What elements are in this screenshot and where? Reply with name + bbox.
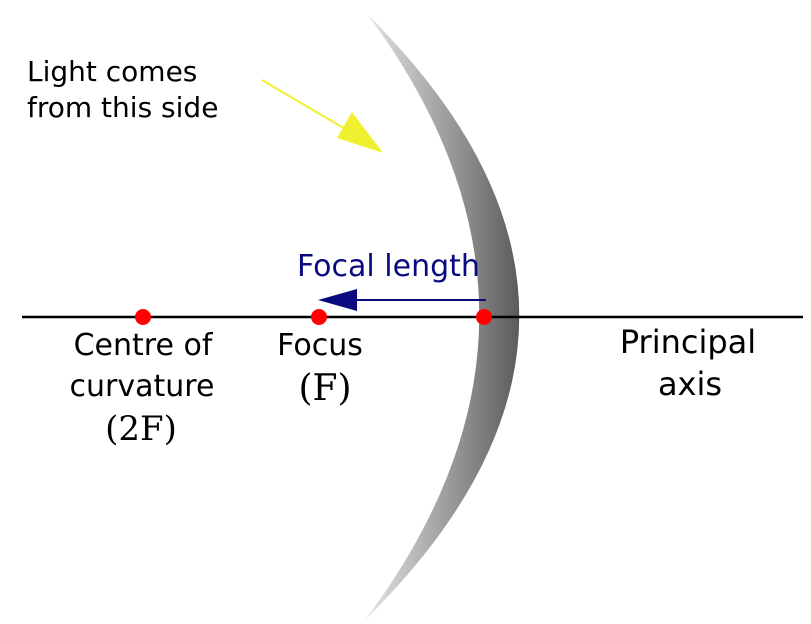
pole-point [476,309,492,325]
principal-axis-label-line2: axis [658,365,722,403]
focus-point [311,309,327,325]
focal-length-arrow [318,289,486,311]
focal-length-label: Focal length [297,249,480,284]
principal-axis-label-line1: Principal [620,323,756,361]
focus-label: Focus [277,328,363,363]
centre-label-symbol: (2F) [105,409,177,449]
concave-mirror [365,15,520,620]
light-label-line2: from this side [27,91,218,124]
focus-symbol: (F) [298,368,351,409]
centre-label-line2: curvature [70,369,215,404]
light-label-line1: Light comes [27,55,197,88]
centre-label-line1: Centre of [74,328,214,363]
light-direction-arrow [261,79,383,153]
centre-of-curvature-point [135,309,151,325]
